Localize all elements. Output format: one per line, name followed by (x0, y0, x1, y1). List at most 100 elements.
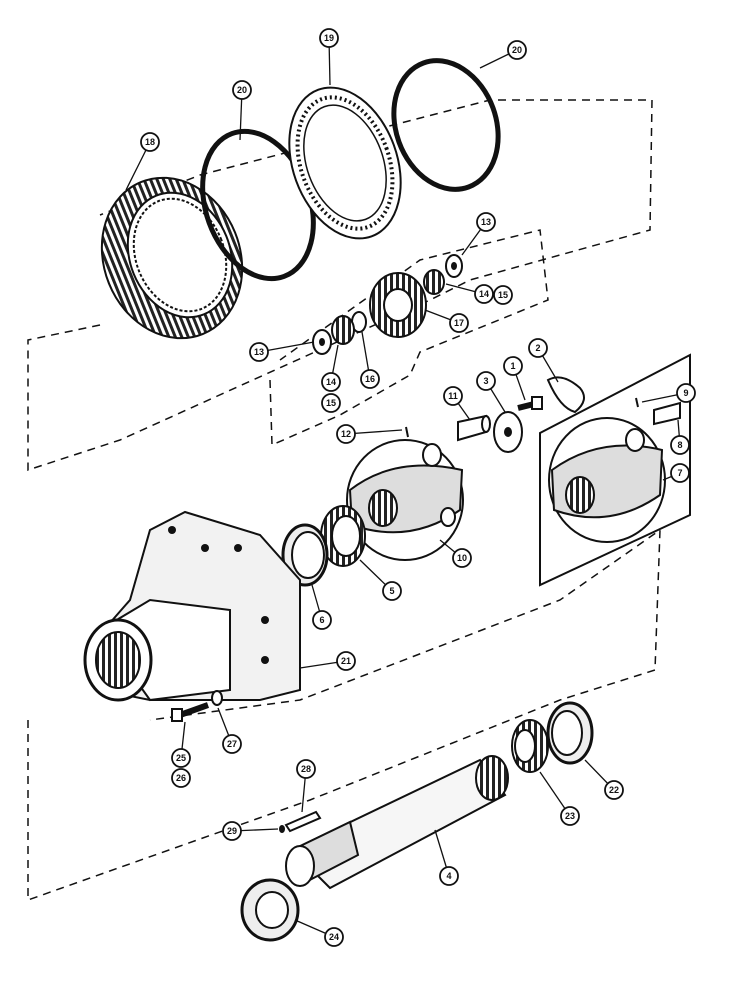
callout-c27: 27 (222, 734, 242, 754)
bearing-cone-part-23 (511, 719, 549, 773)
axle-shaft-part-4 (285, 755, 509, 890)
callout-number: 22 (609, 785, 619, 795)
callout-c4: 4 (439, 866, 459, 886)
needle-bearing-part-14-lower (331, 315, 355, 345)
ring-gear-part-18 (100, 176, 244, 340)
callout-c15a: 15 (493, 285, 513, 305)
callout-number: 17 (454, 318, 464, 328)
carrier-assembly-box (539, 353, 691, 587)
callout-number: 15 (498, 290, 508, 300)
o-ring-part-20-right (391, 58, 501, 192)
callout-c2: 2 (528, 338, 548, 358)
callout-circle (319, 28, 339, 48)
callout-number: 1 (510, 361, 515, 371)
callout-number: 25 (176, 753, 186, 763)
callout-c25: 25 (171, 748, 191, 768)
bearing-cone-part-5 (320, 505, 366, 567)
callout-c17: 17 (449, 313, 469, 333)
callout-circle (321, 372, 341, 392)
callout-number: 19 (324, 33, 334, 43)
callout-number: 26 (176, 773, 186, 783)
callout-number: 2 (535, 343, 540, 353)
callout-c9: 9 (676, 383, 696, 403)
callout-circle (171, 748, 191, 768)
callout-c23: 23 (560, 806, 580, 826)
callout-number: 13 (254, 347, 264, 357)
roll-pin-part-9 (635, 397, 639, 408)
callout-number: 14 (479, 289, 489, 299)
callout-circle (336, 424, 356, 444)
callout-number: 5 (389, 586, 394, 596)
thrust-washer-part-3 (493, 411, 523, 453)
callout-circle (474, 284, 494, 304)
lock-plate-part-2 (546, 376, 585, 414)
callout-number: 29 (227, 826, 237, 836)
callout-circle (476, 371, 496, 391)
planet-gear-cluster (312, 254, 463, 355)
callout-c10: 10 (452, 548, 472, 568)
callout-c15b: 15 (321, 393, 341, 413)
callout-number: 3 (483, 376, 488, 386)
callout-c7: 7 (670, 463, 690, 483)
callout-c19: 19 (319, 28, 339, 48)
callout-circle (452, 548, 472, 568)
callout-circle (222, 821, 242, 841)
callout-circle (476, 212, 496, 232)
callout-circle (382, 581, 402, 601)
callout-number: 9 (683, 388, 688, 398)
callout-number: 13 (481, 217, 491, 227)
washer-part-27 (211, 690, 223, 706)
callout-c29: 29 (222, 821, 242, 841)
callout-circle (528, 338, 548, 358)
lower-dashed-outline (27, 528, 661, 902)
callout-number: 7 (677, 468, 682, 478)
callout-number: 4 (446, 871, 451, 881)
pin-part-8 (653, 401, 681, 426)
callout-c8: 8 (670, 435, 690, 455)
callout-circle (604, 780, 624, 800)
callout-circle (171, 768, 191, 788)
callout-circle (670, 463, 690, 483)
callout-number: 6 (319, 615, 324, 625)
callout-c20a: 20 (232, 80, 252, 100)
callout-c21: 21 (336, 651, 356, 671)
callout-number: 10 (457, 553, 467, 563)
callout-circle (324, 927, 344, 947)
callout-c11: 11 (443, 386, 463, 406)
callout-circle (493, 285, 513, 305)
housing-part-21 (83, 510, 301, 702)
callout-circle (449, 313, 469, 333)
callout-circle (336, 651, 356, 671)
callout-number: 21 (341, 656, 351, 666)
callout-circle (140, 132, 160, 152)
callout-circle (503, 356, 523, 376)
inner-dashed-outline (269, 229, 549, 447)
callout-number: 28 (301, 764, 311, 774)
callout-number: 12 (341, 429, 351, 439)
callout-circle (560, 806, 580, 826)
callout-c5: 5 (382, 581, 402, 601)
callout-number: 24 (329, 932, 339, 942)
callout-c28: 28 (296, 759, 316, 779)
callout-c6: 6 (312, 610, 332, 630)
callout-circle (321, 393, 341, 413)
callout-number: 15 (326, 398, 336, 408)
callout-circle (443, 386, 463, 406)
callout-circle (670, 435, 690, 455)
callout-c26: 26 (171, 768, 191, 788)
callout-circle (296, 759, 316, 779)
callout-c18: 18 (140, 132, 160, 152)
callout-c14b: 14 (321, 372, 341, 392)
callout-c14a: 14 (474, 284, 494, 304)
bolt-part-25 (171, 702, 210, 722)
callout-c22: 22 (604, 780, 624, 800)
callout-number: 14 (326, 377, 336, 387)
callout-number: 20 (512, 45, 522, 55)
planet-carrier-part-10 (346, 439, 464, 561)
callout-c1: 1 (503, 356, 523, 376)
callout-circle (360, 369, 380, 389)
callout-number: 16 (365, 374, 375, 384)
pin-part-29 (279, 825, 285, 833)
callout-number: 8 (677, 440, 682, 450)
